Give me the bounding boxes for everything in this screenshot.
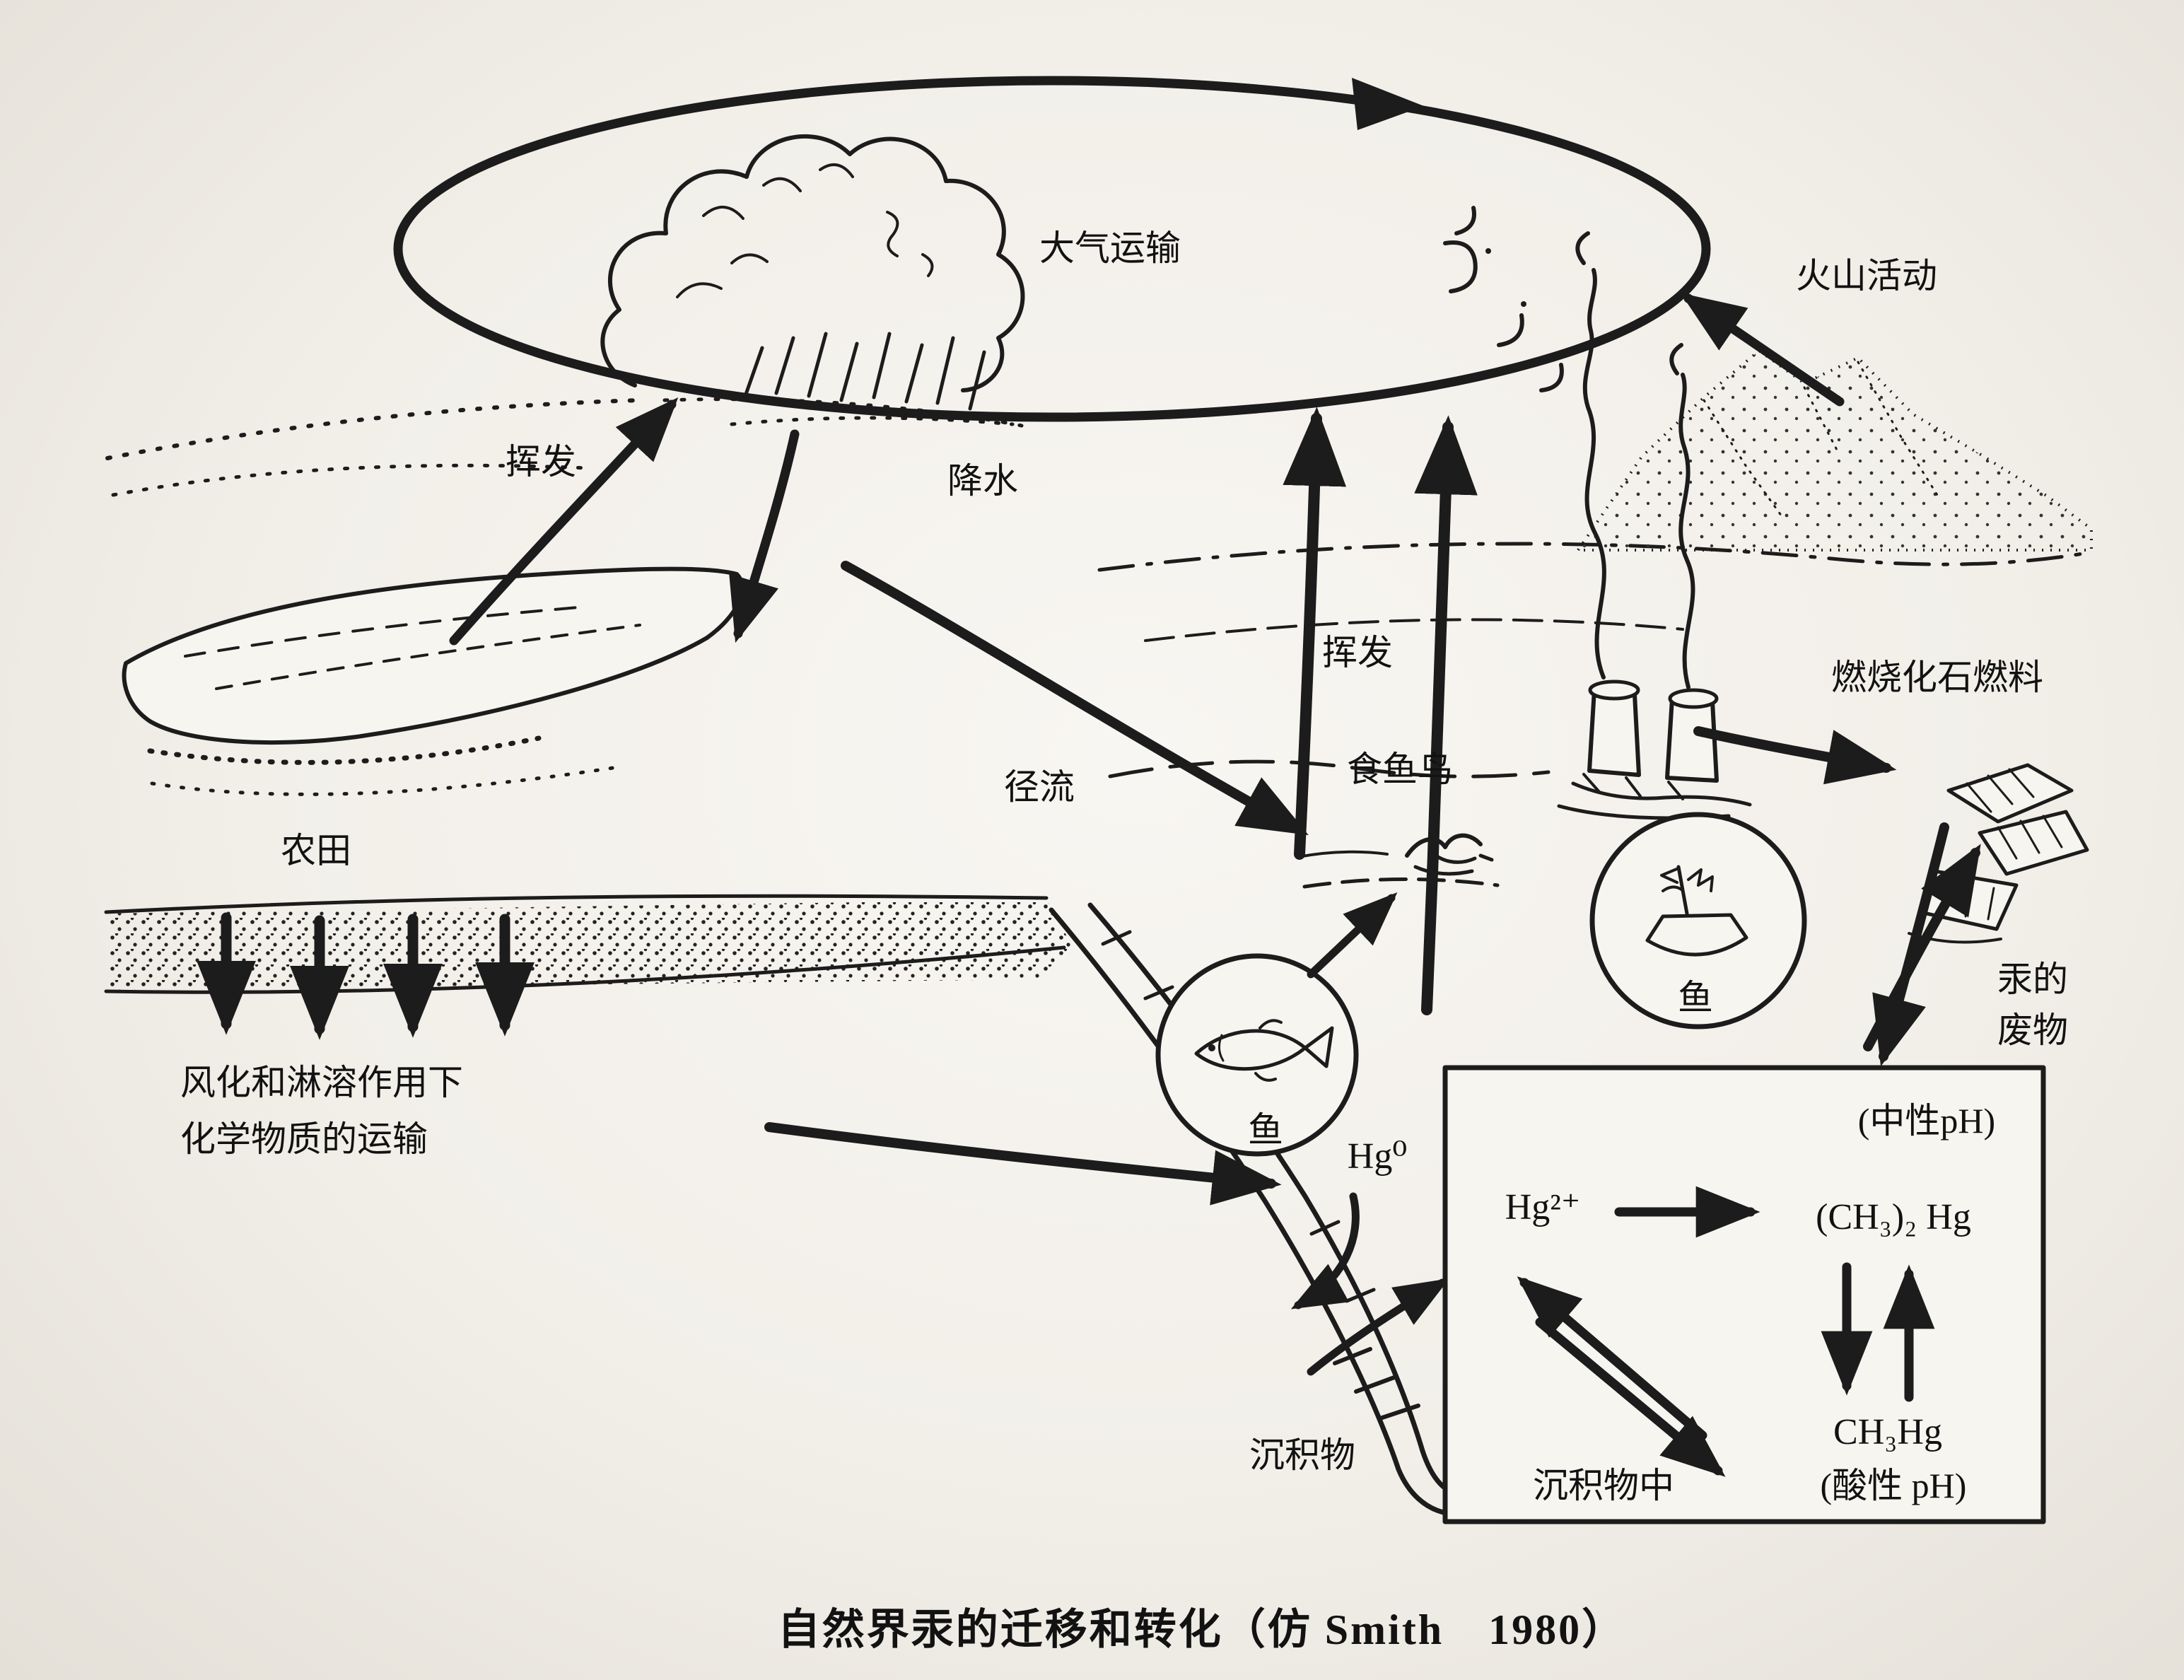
chemical-transport-arrow — [764, 1122, 1282, 1206]
farmland-strip — [104, 894, 1071, 994]
label-farmland: 农田 — [281, 831, 351, 870]
label-atmospheric-transport: 大气运输 — [1039, 228, 1181, 268]
sediment-hatch — [1333, 1347, 1420, 1421]
label-fish-left: 鱼 — [1248, 1110, 1283, 1150]
bird-icon — [1405, 833, 1494, 876]
mountain-drawing — [1575, 349, 2093, 552]
hg2-to-sediment-arrow — [1535, 1317, 1726, 1477]
atmosphere-loop — [393, 76, 1711, 422]
volatilization-center-arrow-1 — [1283, 407, 1347, 860]
sediment-to-box-arrow — [1307, 1278, 1449, 1376]
label-acidic-ph: (酸性 pH) — [1821, 1466, 1967, 1505]
label-volatilization-center: 挥发 — [1322, 633, 1393, 672]
atmosphere-loop-arrowhead-icon — [1352, 78, 1424, 130]
label-neutral-ph: (中性pH) — [1858, 1101, 1995, 1141]
volatilization-center-arrow-2 — [1414, 415, 1478, 1015]
water-lines — [1297, 850, 1500, 889]
rain-strokes — [730, 332, 1015, 426]
label-dimethyl-mercury: (CH₃)₂ Hg — [1816, 1197, 1971, 1237]
label-volatilization-left: 挥发 — [506, 442, 576, 482]
factory-smoke — [1575, 231, 1695, 689]
label-weathering-line1: 风化和淋溶作用下 — [180, 1063, 463, 1102]
atmosphere-ellipse — [393, 76, 1711, 422]
label-in-sediment: 沉积物中 — [1533, 1466, 1674, 1505]
label-weathering-line2: 化学物质的运输 — [180, 1119, 428, 1159]
volcano-smoke — [1443, 206, 1564, 392]
reaction-box — [1442, 1065, 2046, 1524]
fish-icon — [1194, 1019, 1334, 1082]
precipitation-arrow — [729, 429, 800, 643]
label-precipitation: 降水 — [947, 461, 1018, 501]
fish-right-circle — [1589, 812, 1807, 1029]
label-sediment: 沉积物 — [1249, 1435, 1355, 1475]
volatilization-left-arrow — [449, 397, 679, 646]
label-runoff: 径流 — [1004, 767, 1075, 807]
runoff-arrow — [841, 561, 1309, 836]
label-burning-fossil-fuels: 燃烧化石燃料 — [1831, 658, 2043, 697]
lake-drawing — [122, 566, 744, 796]
leaching-arrows — [197, 912, 535, 1040]
label-fish-eating-birds: 食鱼鸟 — [1347, 749, 1453, 789]
fish-left-circle — [1155, 953, 1359, 1157]
fishing-boat-icon — [1645, 865, 1748, 957]
waste-down-arrow — [1872, 822, 1949, 1067]
hg0-down-arrow — [1290, 1192, 1360, 1309]
label-fish-right: 鱼 — [1678, 978, 1713, 1017]
waste-up-arrow — [1863, 844, 1981, 1051]
fossil-fuel-arrow — [1693, 726, 1897, 785]
label-methyl-mercury: CH₃Hg — [1833, 1412, 1942, 1452]
volcano-arrow — [1680, 293, 1845, 407]
label-mercury-waste-line1: 汞的 — [1997, 959, 2068, 999]
figure-caption: 自然界汞的迁移和转化（仿 Smith 1980） — [778, 1606, 1626, 1653]
label-hg0: Hg⁰ — [1348, 1136, 1407, 1177]
label-mercury-waste-line2: 废物 — [1997, 1010, 2068, 1050]
label-volcanic-activity: 火山活动 — [1796, 256, 1937, 296]
fish-to-bird-arrow — [1307, 892, 1398, 979]
cloud-drawing — [600, 134, 1025, 392]
label-hg2-plus: Hg²⁺ — [1505, 1187, 1581, 1227]
smokestacks-drawing — [1557, 679, 1752, 820]
sediment-to-hg2-arrow — [1517, 1276, 1707, 1440]
